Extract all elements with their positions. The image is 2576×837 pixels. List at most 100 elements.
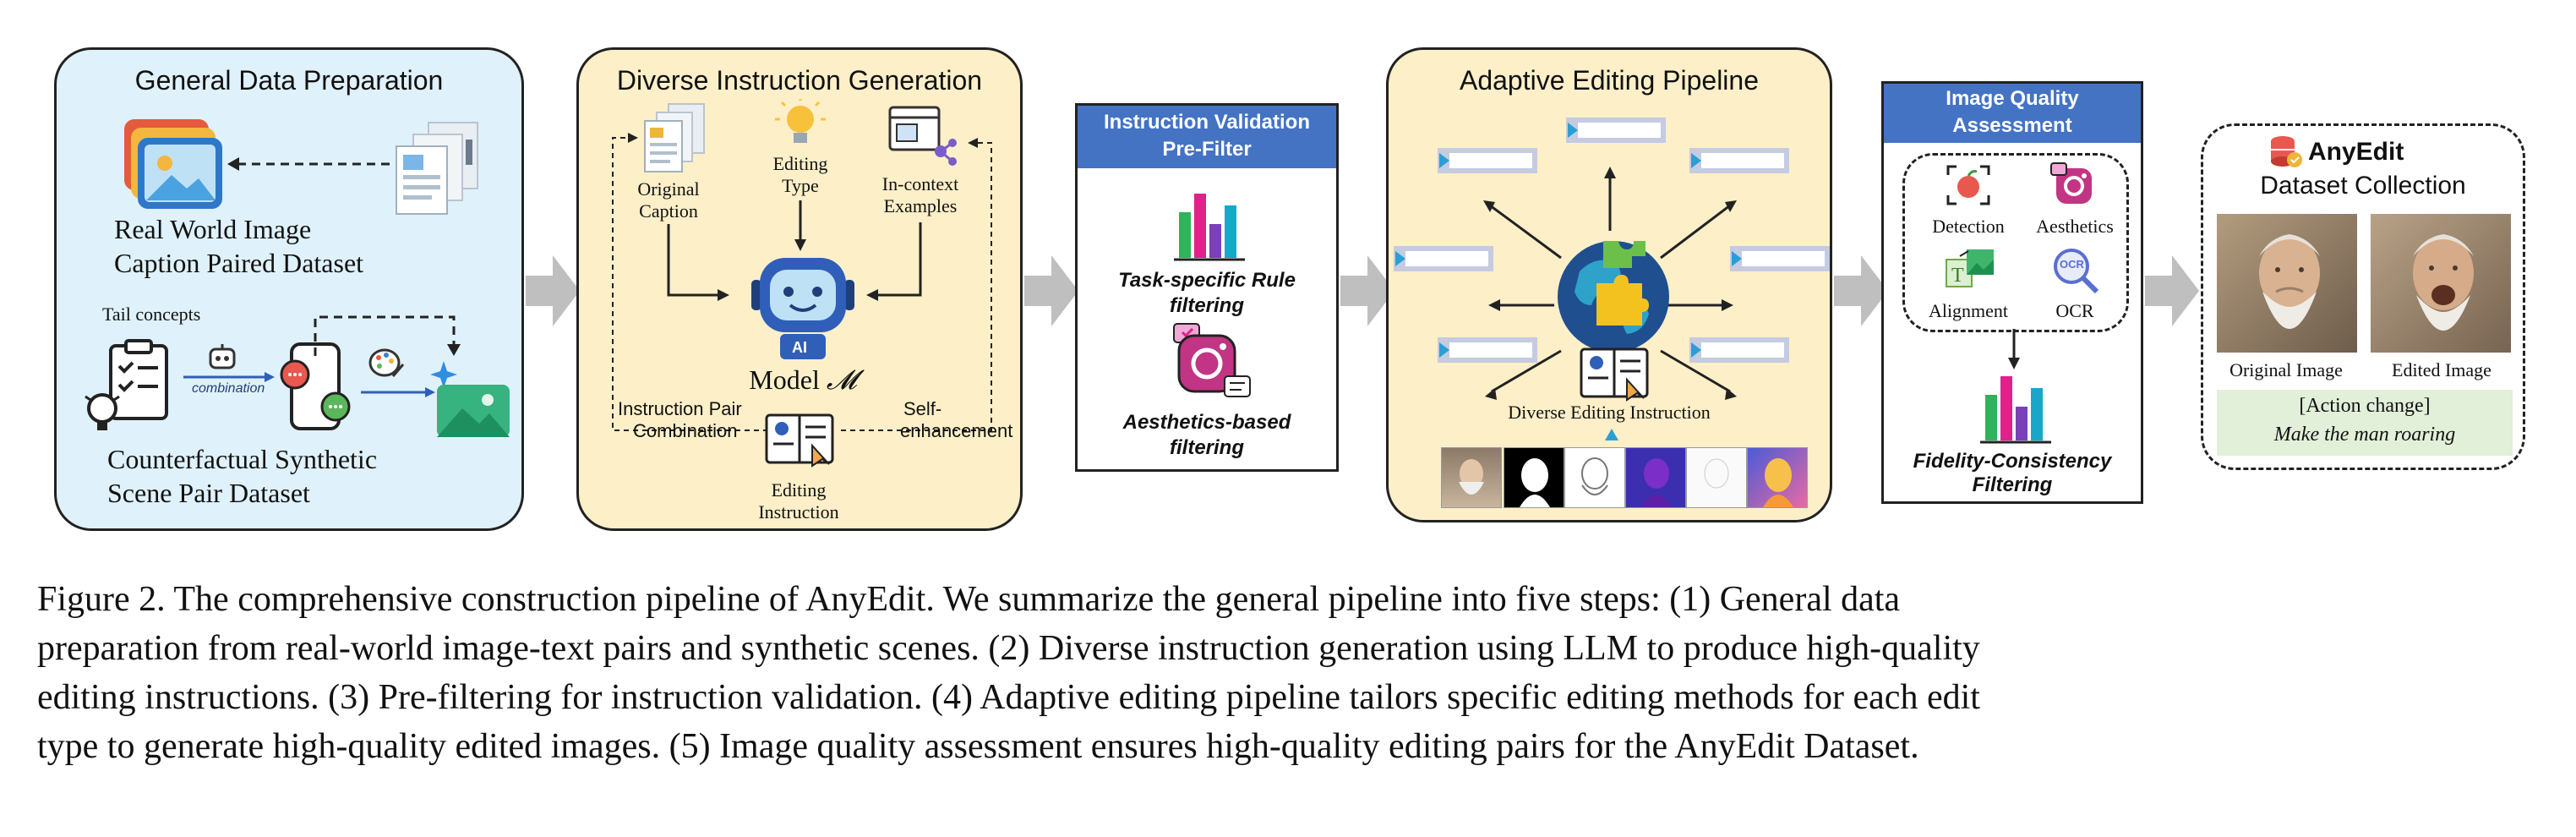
aesthetics-label: Aesthetics — [2036, 216, 2114, 237]
original-caption-line2: Caption — [639, 200, 698, 222]
instruction-validation-header: Instruction Validation Pre-Filter — [1078, 106, 1336, 168]
editing-type-line1: Editing — [772, 153, 828, 174]
output-slot-6 — [1438, 337, 1537, 363]
real-world-label-line1: Real World Image — [114, 214, 312, 244]
output-slot-7 — [1689, 337, 1789, 363]
real-world-label-line2: Caption Paired Dataset — [114, 248, 364, 278]
llm-robot-icon — [751, 258, 854, 359]
image-quality-panel: Image Quality Assessment Detection Aesth… — [1881, 81, 2143, 504]
fidelity-line2: Filtering — [1972, 473, 2053, 496]
detection-icon — [1946, 165, 1990, 205]
palette-arrow — [361, 387, 435, 397]
action-text: Make the man roaring — [2273, 424, 2456, 446]
anyedit-dataset-panel: AnyEdit Dataset Collection Original Imag… — [2201, 123, 2525, 470]
model-label: Model 𝓜 — [748, 364, 858, 397]
palette-icon — [368, 348, 405, 377]
caption-documents-icon — [396, 122, 478, 215]
figure-caption: Figure 2. The comprehensive construction… — [37, 575, 2539, 771]
aesthetics-icon — [2050, 162, 2092, 204]
edited-image-label: Edited Image — [2392, 359, 2491, 380]
image-quality-header: Image Quality Assessment — [1884, 84, 2141, 143]
editing-instruction-line2: Instruction — [758, 501, 839, 522]
pipeline-rays — [1483, 167, 1737, 400]
database-icon — [2271, 136, 2302, 167]
task-rule-line2: filtering — [1170, 294, 1244, 317]
editing-instruction-icon — [765, 413, 834, 468]
detection-label: Detection — [1932, 216, 2005, 237]
task-rule-line1: Task-specific Rule — [1118, 269, 1296, 292]
puzzle-globe-icon — [1558, 241, 1669, 353]
image-quality-header-line2: Assessment — [1952, 114, 2072, 137]
instruction-generation-title: Diverse Instruction Generation — [616, 65, 983, 96]
action-label: [Action change] — [2299, 395, 2431, 417]
aesthetic-filter-line1: Aesthetics-based — [1122, 411, 1291, 434]
thumb-segmentation — [1625, 447, 1686, 508]
action-caption-box: [Action change] Make the man roaring — [2217, 390, 2513, 456]
output-slot-2 — [1566, 118, 1666, 143]
thumbnail-up-arrow — [1605, 429, 1618, 440]
small-robot-icon — [209, 344, 236, 369]
original-caption-icon — [644, 103, 705, 172]
flow-arrow-1 — [526, 255, 580, 326]
adaptive-editing-panel: Adaptive Editing Pipeline — [1386, 47, 1832, 522]
combination-label: combination — [192, 381, 265, 396]
instruction-generation-panel: Diverse Instruction Generation Original … — [576, 47, 1023, 531]
instruction-validation-header-line2: Pre-Filter — [1162, 138, 1252, 161]
instruction-validation-panel: Instruction Validation Pre-Filter Task-s… — [1075, 103, 1339, 472]
flow-arrow-5 — [2145, 255, 2199, 326]
general-data-title: General Data Preparation — [134, 65, 444, 96]
original-caption-line1: Original — [637, 178, 700, 200]
alignment-icon: T — [1946, 249, 1994, 287]
thumb-sketch — [1564, 447, 1625, 508]
output-slot-3 — [1689, 148, 1789, 173]
thumb-depth — [1747, 447, 1808, 508]
ocr-label: OCR — [2055, 300, 2094, 321]
incontext-line2: Examples — [883, 195, 958, 216]
thumb-mask — [1504, 447, 1564, 508]
bar-chart-icon — [1174, 194, 1245, 261]
dataset-collection-title: Dataset Collection — [2260, 172, 2466, 200]
original-image-photo — [2217, 214, 2357, 353]
instagram-camera-icon — [1173, 323, 1251, 397]
counterfactual-label-line2: Scene Pair Dataset — [107, 478, 310, 508]
caption-line-1: Figure 2. The comprehensive construction… — [37, 580, 1901, 619]
output-slot-5 — [1730, 246, 1830, 271]
tail-concepts-label: Tail concepts — [102, 304, 201, 325]
generated-image-icon — [430, 361, 510, 437]
metrics-group — [1902, 153, 2129, 332]
incontext-examples-icon — [888, 106, 957, 166]
editing-type-line2: Type — [782, 175, 819, 196]
alignment-label: Alignment — [1928, 300, 2009, 321]
diverse-instruction-icon — [1580, 347, 1649, 402]
phone-chat-icon — [280, 342, 351, 430]
ocr-icon — [2054, 249, 2099, 294]
output-slot-1 — [1438, 148, 1537, 173]
flow-arrow-3 — [1340, 255, 1394, 326]
thumb-portrait — [1441, 447, 1502, 508]
thumb-edges — [1686, 447, 1747, 508]
general-data-panel: General Data Preparation Real World Imag… — [54, 47, 524, 531]
fidelity-bar-chart-icon — [1980, 376, 2051, 444]
instruction-validation-header-line1: Instruction Validation — [1103, 111, 1311, 134]
model-input-arrows — [612, 133, 992, 431]
instruction-pair-line1: Instruction Pair — [618, 398, 742, 419]
ai-badge: AI — [792, 339, 807, 356]
editing-instruction-line1: Editing — [771, 479, 827, 501]
edited-image-photo — [2371, 214, 2511, 353]
fidelity-line1: Fidelity-Consistency — [1913, 450, 2112, 473]
counterfactual-label-line1: Counterfactual Synthetic — [107, 444, 378, 474]
incontext-line1: In-context — [881, 173, 959, 194]
caption-line-2: preparation from real-world image-text p… — [37, 629, 1980, 668]
flow-arrow-2 — [1024, 255, 1078, 326]
model-symbol: 𝓜 — [826, 364, 857, 395]
flow-arrow-4 — [1834, 255, 1888, 326]
model-label-text: Model — [749, 364, 820, 395]
photo-stack-icon — [124, 119, 222, 209]
svg-text:T: T — [1951, 265, 1964, 287]
clipboard-bulb-icon — [85, 339, 168, 430]
output-slot-4 — [1394, 246, 1493, 271]
adaptive-editing-title: Adaptive Editing Pipeline — [1459, 65, 1759, 96]
aesthetic-filter-line2: filtering — [1170, 436, 1244, 459]
self-enhancement-line1: Self- — [903, 398, 942, 419]
instruction-pair-line2: Combination — [633, 420, 738, 441]
